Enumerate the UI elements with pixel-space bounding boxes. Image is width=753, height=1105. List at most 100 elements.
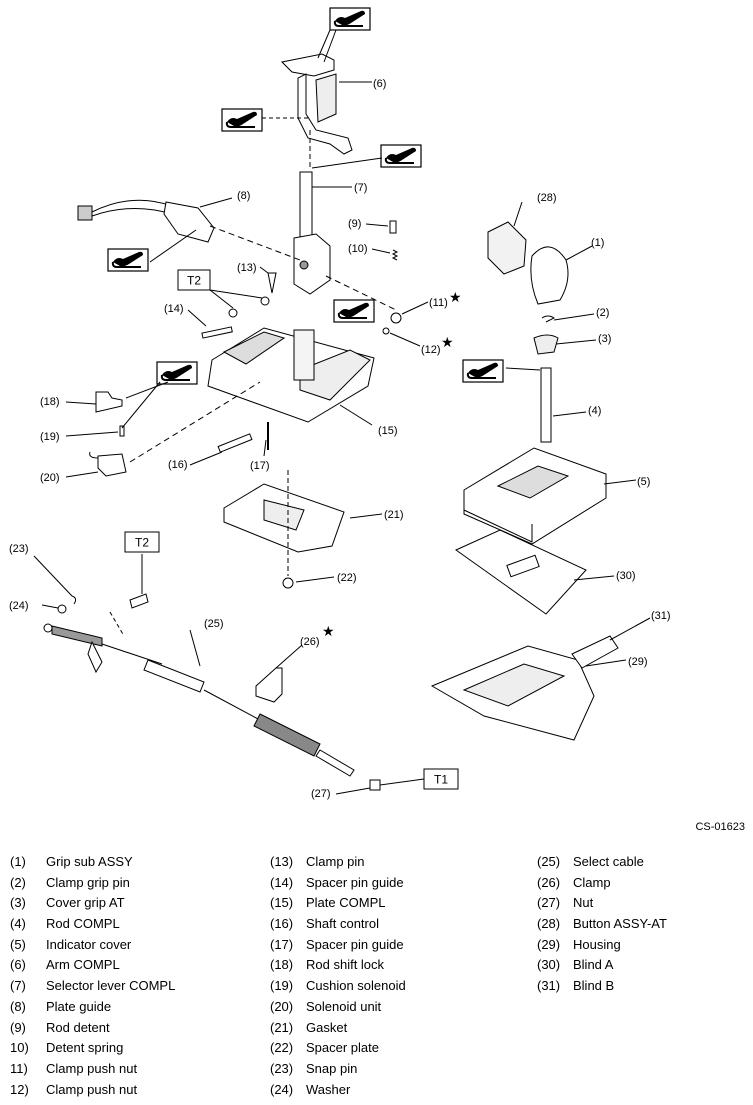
spacer-pin-guide-part bbox=[201, 326, 233, 339]
rod-detent-part bbox=[389, 220, 397, 234]
legend-item: (25)Select cable bbox=[537, 852, 667, 873]
legend-column: (1) Grip sub ASSY (2)Clamp grip pin(3) Cove… bbox=[10, 852, 175, 1100]
legend-item-label: Selector lever COMPL bbox=[46, 978, 176, 994]
legend-item: (31)Blind B bbox=[537, 976, 667, 997]
legend-item-label: Spacer pin guide bbox=[306, 936, 404, 952]
legend-item-label: Detent spring bbox=[46, 1040, 124, 1056]
legend-item-number: (1) bbox=[10, 854, 26, 869]
legend-item-label: Washer bbox=[306, 1081, 351, 1097]
legend-item: (2)Clamp grip pin bbox=[10, 873, 175, 894]
legend-item: (18)Rod shift lock bbox=[270, 955, 406, 976]
grip-assembly-part bbox=[487, 221, 569, 443]
callout-label: (6) bbox=[373, 78, 386, 90]
legend-item-label: Grip sub ASSY bbox=[46, 854, 133, 869]
clamp-part bbox=[255, 667, 283, 703]
diagram-code: CS-01623 bbox=[695, 821, 745, 833]
legend-item: (14) Spacer pin guide bbox=[270, 873, 406, 894]
legend-item-number: (18) bbox=[270, 957, 294, 973]
indicator-cover-part bbox=[463, 447, 607, 545]
legend-item-number: (8) bbox=[10, 998, 26, 1014]
legend-item: (28)Button ASSY-AT bbox=[537, 914, 667, 935]
legend-item-label: Solenoid unit bbox=[306, 998, 382, 1014]
callout-label: (1) bbox=[591, 237, 604, 249]
torque-box: T2 bbox=[124, 531, 160, 553]
callout-labels: (1) (2) (3) (4) (5) (6) (7) (8) (9) (10)… bbox=[9, 78, 671, 800]
legend-item-label: Cushion solenoid bbox=[306, 978, 406, 994]
legend-item-number: (2) bbox=[10, 874, 26, 890]
legend-item: (22)Spacer plate bbox=[270, 1038, 406, 1059]
callout-label: (26) bbox=[300, 636, 320, 648]
plate-compl-part bbox=[207, 327, 375, 423]
torque-box: T2 bbox=[177, 269, 211, 291]
legend-item-number: (17) bbox=[270, 936, 294, 952]
callout-label: (20) bbox=[40, 472, 60, 484]
clamp-push-nut-12 bbox=[382, 327, 390, 335]
legend-item-label: Clamp pin bbox=[306, 854, 365, 869]
callout-label: (29) bbox=[628, 656, 648, 668]
legend-item-number: (4) bbox=[10, 916, 26, 932]
legend-item-number: 10) bbox=[10, 1040, 29, 1056]
spacer-plate-part bbox=[282, 577, 294, 589]
callout-label: (28) bbox=[537, 192, 557, 204]
legend-item-number: (14) bbox=[270, 874, 294, 890]
legend-item: (17) Spacer pin guide bbox=[270, 935, 406, 956]
callout-label: (14) bbox=[164, 303, 184, 315]
legend-item-number: (3) bbox=[10, 895, 26, 911]
legend-item: (21)Gasket bbox=[270, 1018, 406, 1039]
rod-shift-lock-part bbox=[95, 391, 123, 413]
grease-icon bbox=[333, 299, 375, 323]
callout-label: (23) bbox=[9, 543, 29, 555]
grease-icon bbox=[380, 144, 422, 168]
legend-item-label: Blind A bbox=[573, 957, 614, 973]
legend-item-label: Rod detent bbox=[46, 1019, 110, 1035]
legend-item-number: (9) bbox=[10, 1019, 26, 1035]
legend-item-label: Cover grip AT bbox=[46, 895, 125, 911]
legend-item-number: (13) bbox=[270, 854, 294, 869]
gasket-part bbox=[223, 483, 345, 553]
callout-label: (24) bbox=[9, 600, 29, 612]
clamp-pin-part bbox=[267, 272, 277, 294]
grease-icon bbox=[221, 108, 263, 132]
legend-item-label: Housing bbox=[573, 936, 621, 952]
callout-label: (27) bbox=[311, 788, 331, 800]
legend-item-label: Button ASSY-AT bbox=[573, 916, 667, 932]
legend-item-label: Clamp bbox=[573, 874, 611, 890]
callout-label: (12) bbox=[421, 344, 441, 356]
callout-label: (4) bbox=[588, 405, 601, 417]
plate-guide-part bbox=[77, 199, 215, 243]
legend-item-number: (5) bbox=[10, 936, 26, 952]
select-cable-part bbox=[43, 623, 355, 777]
callout-label: (8) bbox=[237, 190, 250, 202]
legend-item-label: Nut bbox=[573, 895, 594, 911]
callout-label: (16) bbox=[168, 459, 188, 471]
callout-label: (18) bbox=[40, 396, 60, 408]
legend-item-number: (24) bbox=[270, 1081, 294, 1097]
selector-lever-part bbox=[293, 171, 331, 295]
legend-item: (13) Clamp pin bbox=[270, 852, 406, 873]
grease-icon bbox=[156, 361, 198, 385]
legend-item: (6)Arm COMPL bbox=[10, 955, 175, 976]
legend-item-label: Snap pin bbox=[306, 1060, 358, 1076]
legend-item-label: Rod COMPL bbox=[46, 916, 120, 932]
legend-item-label: Spacer plate bbox=[306, 1040, 379, 1056]
callout-label: (22) bbox=[337, 572, 357, 584]
legend-item-label: Select cable bbox=[573, 854, 644, 869]
legend-item-label: Plate guide bbox=[46, 998, 112, 1014]
callout-label: (25) bbox=[204, 618, 224, 630]
legend-item: (24) Washer bbox=[270, 1080, 406, 1101]
legend-item-label: Clamp push nut bbox=[46, 1060, 138, 1076]
bolt-part bbox=[129, 593, 149, 609]
legend-item: 12)Clamp push nut bbox=[10, 1080, 175, 1101]
callout-label: (7) bbox=[354, 182, 367, 194]
housing-part bbox=[430, 635, 619, 741]
callout-label: (31) bbox=[651, 610, 671, 622]
star-marker: ★ bbox=[322, 623, 335, 639]
callout-label: (10) bbox=[348, 243, 368, 255]
legend-item: (29)Housing bbox=[537, 935, 667, 956]
legend-item: (1) Grip sub ASSY bbox=[10, 852, 175, 873]
callout-label: (19) bbox=[40, 431, 60, 443]
legend-item-label: Spacer pin guide bbox=[306, 874, 404, 890]
legend-item-number: (31) bbox=[537, 978, 561, 994]
legend-column: (25)Select cable(26)Clamp(27)Nut(28)Butt… bbox=[537, 852, 667, 997]
nut-part bbox=[369, 779, 381, 791]
